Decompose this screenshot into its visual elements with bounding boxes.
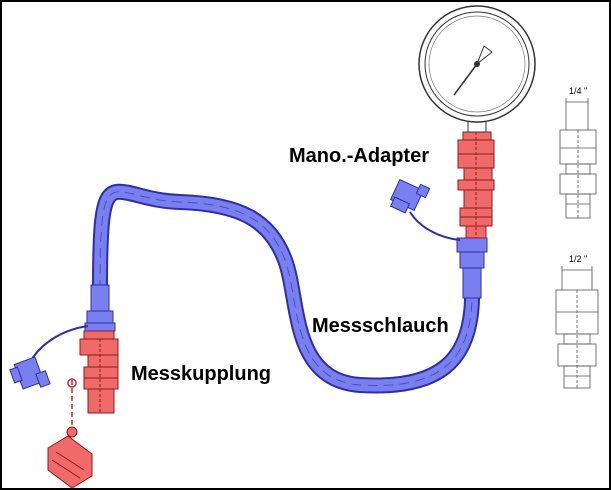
- dimension-half-inch: 1/2 ": [569, 254, 588, 264]
- gauge-adapter-icon: [457, 131, 495, 239]
- dimension-quarter-inch: 1/4 ": [569, 86, 588, 96]
- technical-drawing-half-inch: [555, 266, 599, 389]
- label-mano-adapter: Mano.-Adapter: [289, 145, 429, 167]
- adapter-cap-tether: [389, 178, 461, 241]
- messschlauch-hose: [92, 183, 480, 394]
- coupling-red-cap: [47, 378, 93, 489]
- coupling-cap-tether: [9, 325, 89, 390]
- pressure-gauge-icon: [418, 5, 536, 133]
- label-messschlauch: Messschlauch: [312, 315, 449, 337]
- hose-ferrule-upper: [456, 237, 488, 299]
- hose-ferrule-lower: [84, 284, 116, 332]
- label-messkupplung: Messkupplung: [131, 363, 272, 385]
- measuring-coupling-icon: [79, 330, 119, 414]
- technical-drawing-quarter-inch: [559, 98, 597, 219]
